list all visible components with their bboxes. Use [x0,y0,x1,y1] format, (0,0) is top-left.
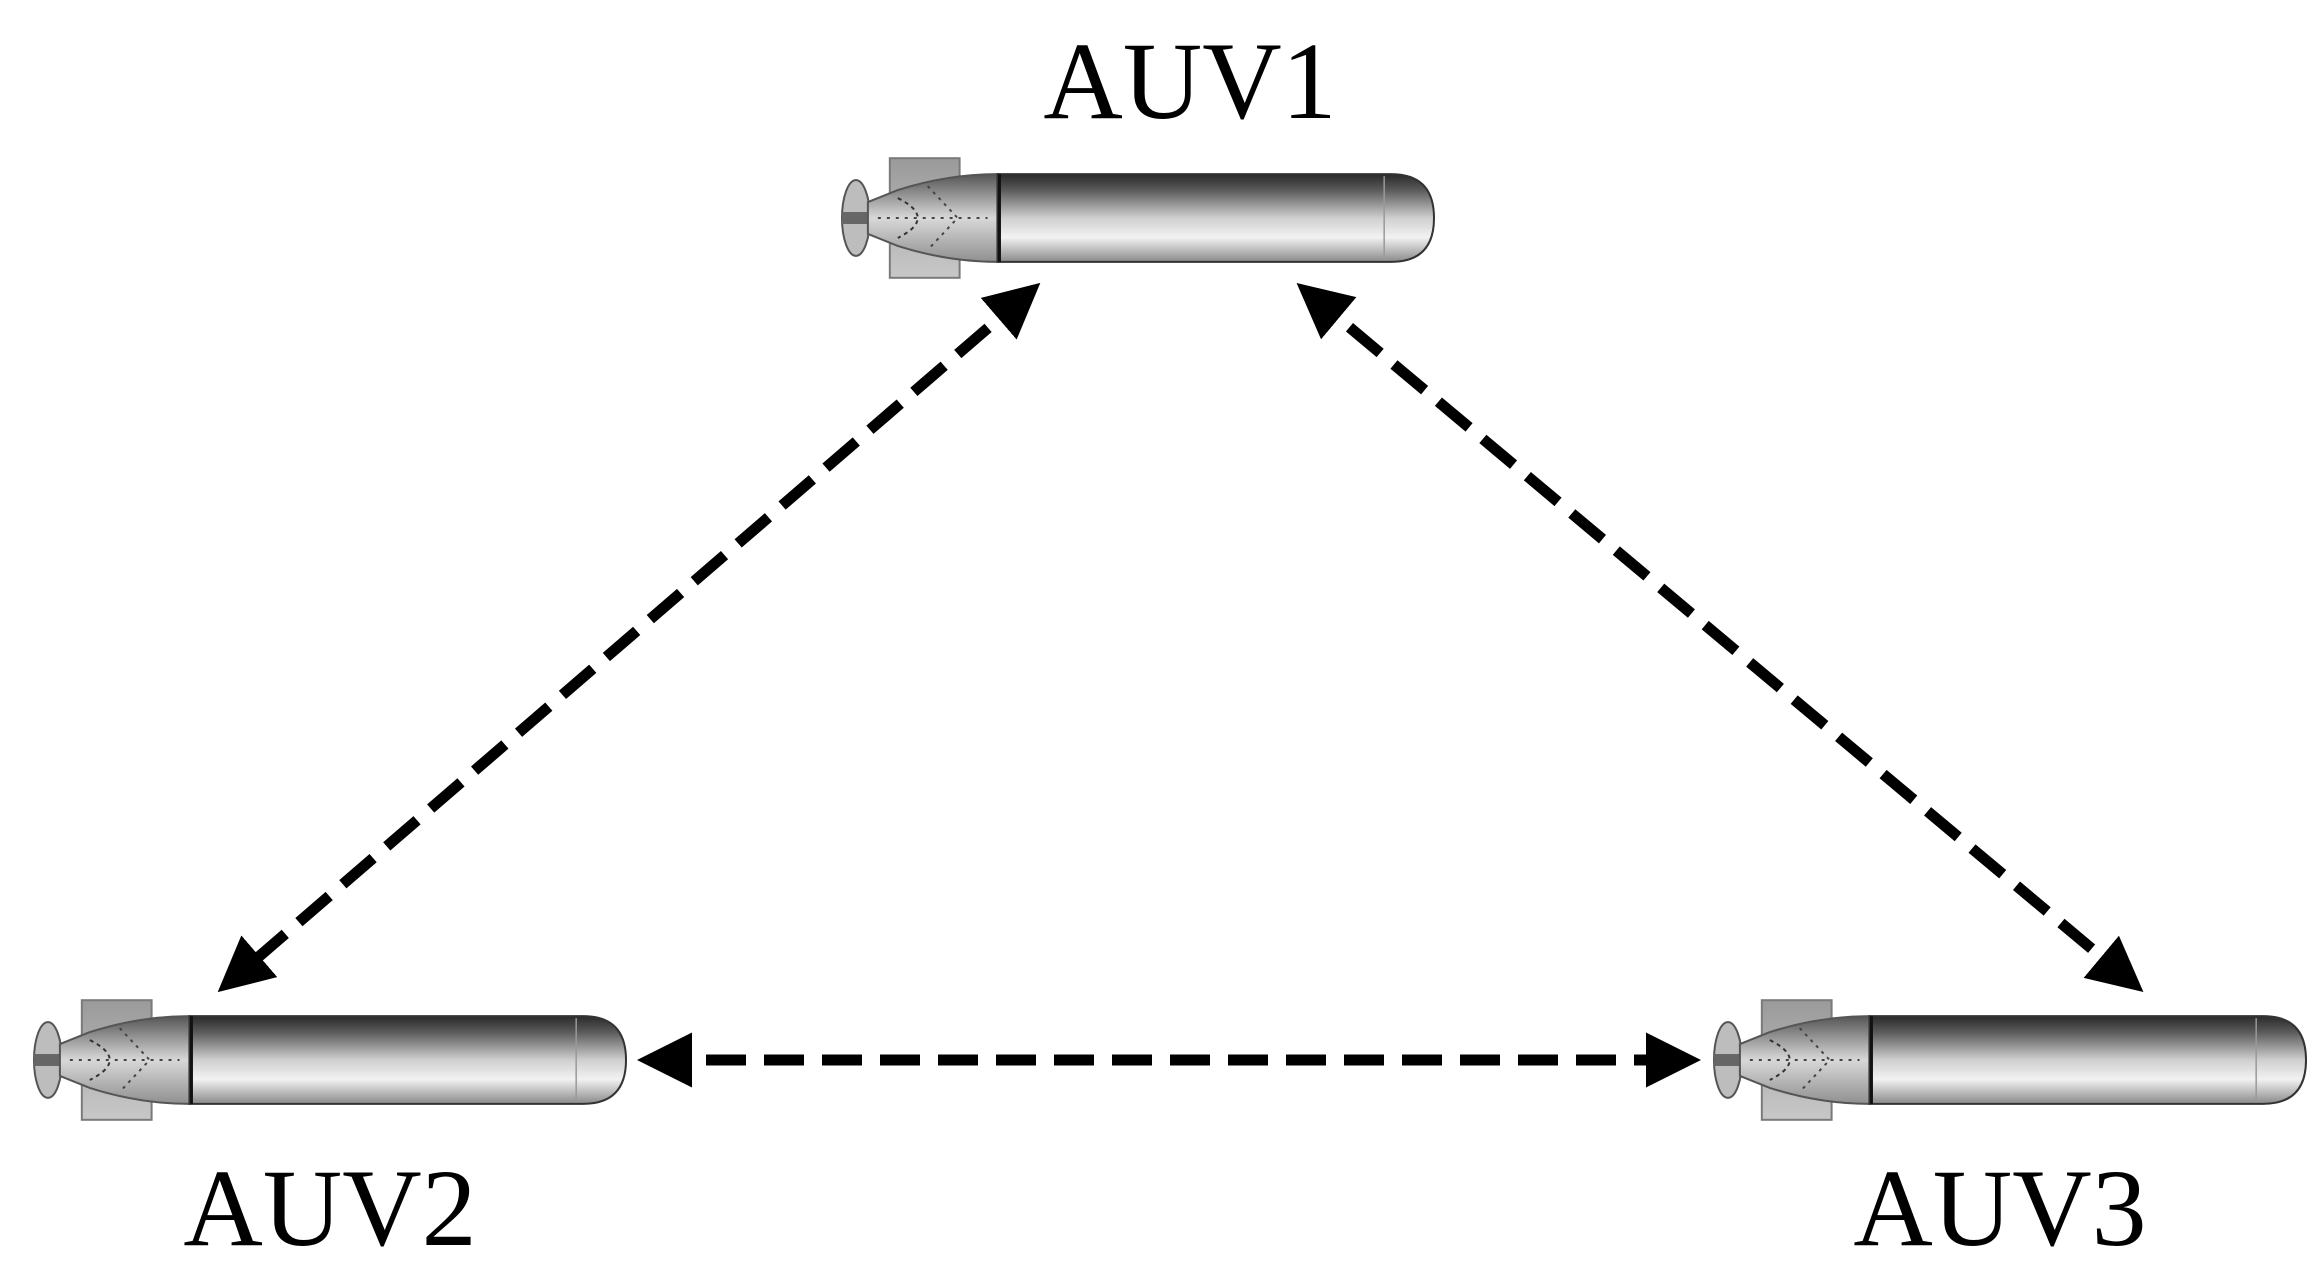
auv2-vehicle [32,998,628,1122]
auv3-vehicle [1712,998,2308,1122]
auv2-label: AUV2 [183,1147,476,1269]
auv1-vehicle [840,156,1436,280]
link-auv1-auv2 [217,282,1041,993]
auv1-label: AUV1 [1043,20,1336,142]
link-auv1-auv3 [1296,282,2144,993]
auv3-label: AUV3 [1853,1147,2146,1269]
